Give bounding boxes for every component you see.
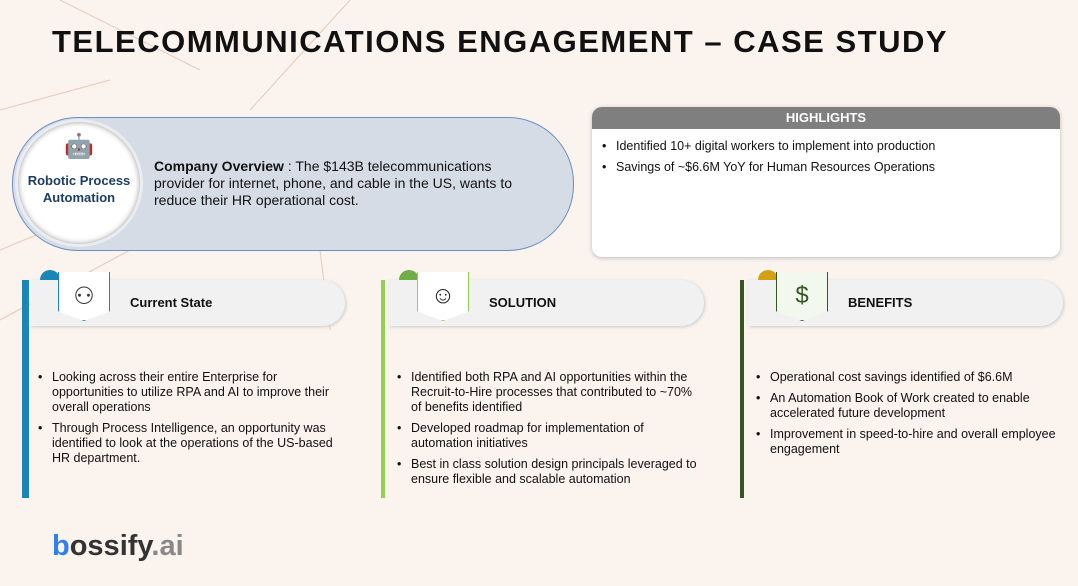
benefits-column: BENEFITS $ Operational cost savings iden… [740, 270, 1078, 498]
list-item: Through Process Intelligence, an opportu… [34, 421, 344, 466]
robot-icon: 🤖 [64, 133, 94, 160]
list-item: Savings of ~$6.6M YoY for Human Resource… [598, 160, 1054, 175]
highlights-header: HIGHLIGHTS [592, 107, 1060, 129]
rpa-badge: 🤖 Robotic Process Automation [18, 122, 140, 244]
list-item: Identified both RPA and AI opportunities… [393, 370, 703, 415]
people-money-icon: $ [776, 272, 828, 321]
list-item: An Automation Book of Work created to en… [752, 391, 1062, 421]
current-state-column: Current State ⚇ Looking across their ent… [22, 270, 362, 498]
brain-head-icon: ☺ [417, 272, 469, 321]
company-overview-text: Company Overview : The $143B telecommuni… [154, 158, 512, 208]
list-item: Operational cost savings identified of $… [752, 370, 1062, 385]
network-people-icon: ⚇ [58, 272, 110, 321]
list-item: Looking across their entire Enterprise f… [34, 370, 344, 415]
bossify-logo: bossify.ai [52, 530, 184, 562]
page-title: TELECOMMUNICATIONS ENGAGEMENT – CASE STU… [52, 24, 949, 59]
list-item: Identified 10+ digital workers to implem… [598, 139, 1054, 154]
highlights-card: HIGHLIGHTS Identified 10+ digital worker… [592, 107, 1060, 257]
list-item: Developed roadmap for implementation of … [393, 421, 703, 451]
list-item: Improvement in speed-to-hire and overall… [752, 427, 1062, 457]
list-item: Best in class solution design principals… [393, 457, 703, 487]
solution-column: SOLUTION ☺ Identified both RPA and AI op… [381, 270, 721, 498]
